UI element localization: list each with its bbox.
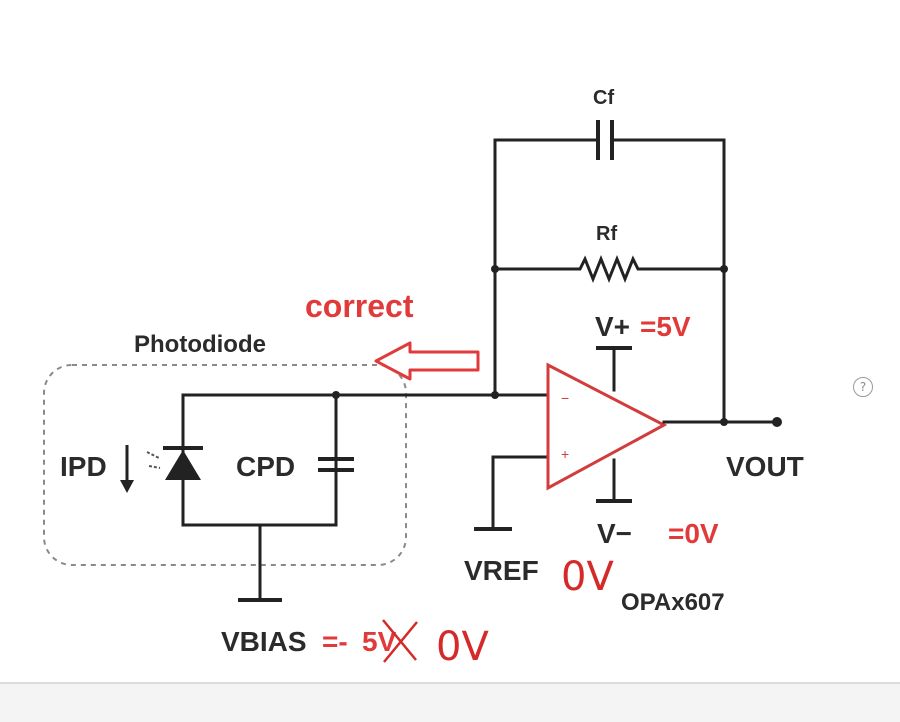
cf-loop-wire xyxy=(493,138,726,422)
strike-mark xyxy=(382,619,418,663)
vbias-handwritten: 0V xyxy=(436,624,489,670)
rf-label: Rf xyxy=(596,223,617,245)
node-output xyxy=(720,418,728,426)
opamp-name: OPAx607 xyxy=(621,589,725,616)
output-terminal xyxy=(772,417,782,427)
opamp-minus-sign: − xyxy=(561,390,569,406)
vplus-value: =5V xyxy=(640,311,691,342)
vref-handwritten: 0V xyxy=(561,554,614,600)
node-rf-right xyxy=(720,265,728,273)
help-icon[interactable]: ? xyxy=(853,377,873,397)
correct-label: correct xyxy=(305,288,414,324)
photodiode-box xyxy=(43,364,407,566)
node-input xyxy=(491,391,499,399)
vref-wire xyxy=(491,455,550,529)
rf-wire xyxy=(493,254,726,284)
ipd-label: IPD xyxy=(60,451,107,482)
cpd-label: CPD xyxy=(236,451,295,482)
vout-label: VOUT xyxy=(726,451,804,482)
vplus-label: V+ xyxy=(595,311,630,342)
diode-symbol xyxy=(165,450,201,480)
vbias-label: VBIAS xyxy=(221,626,307,657)
light-ray-1 xyxy=(146,451,160,459)
correct-arrow xyxy=(374,341,480,381)
opamp-triangle xyxy=(546,362,668,491)
vbias-equals: =- xyxy=(322,626,348,657)
ipd-arrow-head xyxy=(120,480,134,493)
vref-label: VREF xyxy=(464,555,539,586)
photodiode-label: Photodiode xyxy=(134,331,266,358)
vminus-label: V− xyxy=(597,518,632,549)
opamp-plus-sign: + xyxy=(561,446,569,462)
light-ray-2 xyxy=(148,465,161,469)
bottom-bar xyxy=(0,682,900,722)
cf-label: Cf xyxy=(593,87,614,109)
vminus-value: =0V xyxy=(668,518,719,549)
node-rf-left xyxy=(491,265,499,273)
